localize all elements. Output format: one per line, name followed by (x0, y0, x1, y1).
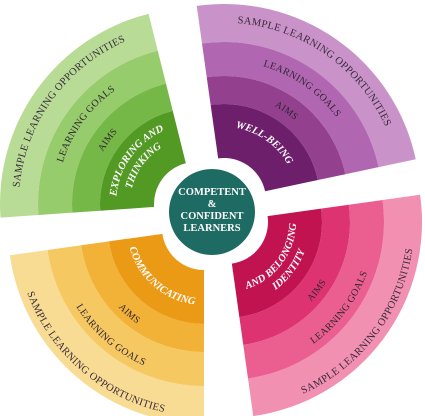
communicating-middle-ring (47, 245, 204, 386)
strand-identity (231, 194, 422, 416)
center-line-3: CONFIDENT (180, 211, 243, 222)
center-line-2: & (208, 199, 217, 210)
center-hub: COMPETENT & CONFIDENT LEARNERS (167, 167, 257, 257)
identity-inner-ring (239, 204, 350, 345)
strand-communicating (9, 233, 204, 416)
center-line-1: COMPETENT (178, 187, 246, 198)
wellbeing-inner-ring (206, 76, 346, 181)
identity-outer-ring (247, 194, 422, 416)
center-line-4: LEARNERS (183, 223, 240, 234)
identity-core-ring (231, 208, 323, 318)
wellbeing-core-ring (210, 104, 318, 192)
svg-text:LEARNERS: LEARNERS (183, 223, 240, 234)
identity-middle-ring (243, 200, 384, 379)
communicating-outer-ring (9, 249, 204, 416)
center-circle (167, 167, 257, 257)
svg-text:CONFIDENT: CONFIDENT (180, 211, 243, 222)
communicating-core-ring (108, 233, 204, 324)
exploring-outer-ring (0, 13, 158, 218)
communicating-inner-ring (81, 241, 204, 352)
exploring-core-ring (99, 110, 186, 211)
strand-exploring (0, 13, 186, 218)
exploring-inner-ring (72, 83, 173, 213)
svg-text:COMPETENT: COMPETENT (178, 187, 246, 198)
wellbeing-outer-ring (196, 4, 416, 168)
svg-text:&: & (208, 199, 217, 210)
wellbeing-middle-ring (202, 41, 379, 175)
exploring-middle-ring (38, 50, 167, 216)
strand-wellbeing (196, 4, 416, 192)
